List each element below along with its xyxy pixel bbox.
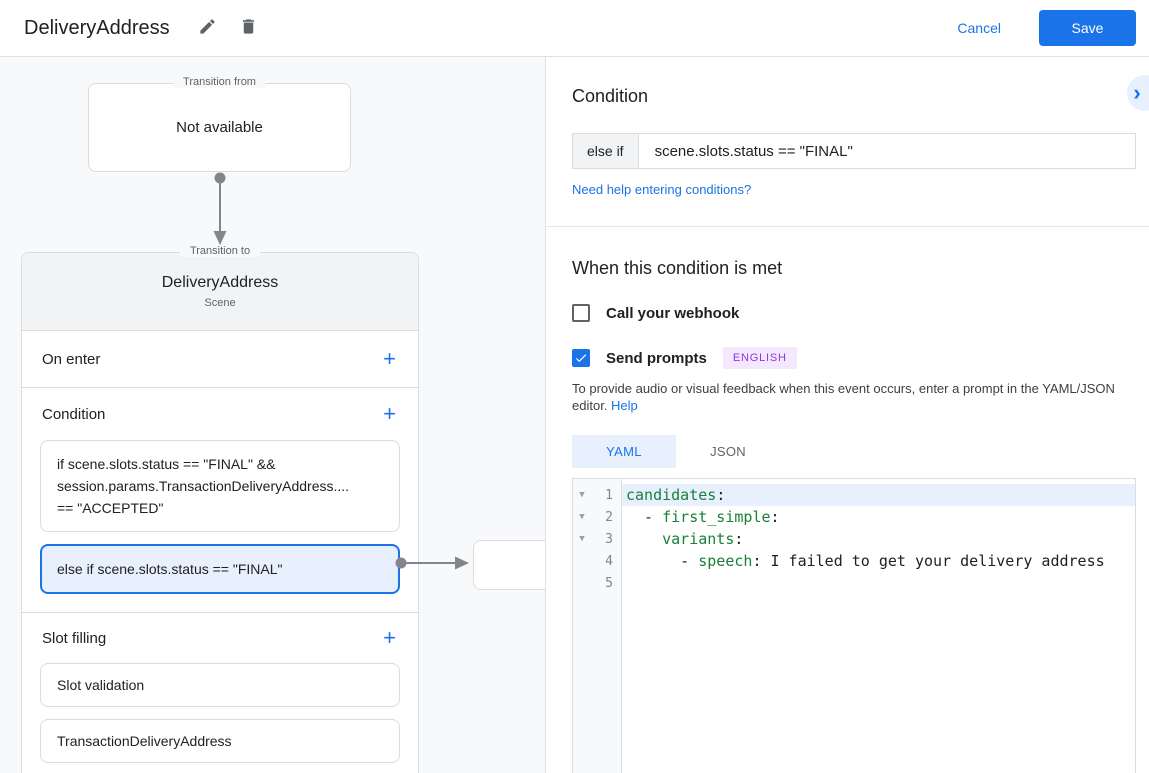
header: DeliveryAddress Cancel Save	[0, 0, 1149, 57]
transition-target-node[interactable]	[473, 540, 545, 590]
fold-arrow-icon[interactable]: ▼	[579, 534, 585, 544]
line-number: 2	[605, 509, 613, 525]
yaml-text-token: -	[626, 552, 699, 570]
add-slot-button[interactable]: +	[383, 625, 396, 650]
fold-arrow-icon[interactable]: ▼	[579, 490, 585, 500]
edit-scene-button[interactable]	[192, 11, 223, 45]
pencil-icon	[198, 17, 217, 39]
line-number: 1	[605, 487, 613, 503]
code-line[interactable]: variants:	[622, 528, 1135, 550]
slot-filling-item[interactable]: Slot validation	[40, 663, 400, 707]
yaml-text-token: : I failed to get your delivery address	[752, 552, 1105, 570]
fold-arrow-icon[interactable]: ▼	[579, 512, 585, 522]
on-enter-section: On enter +	[22, 331, 418, 388]
yaml-text-token: :	[734, 530, 744, 548]
panel-divider	[546, 226, 1149, 227]
slot-filling-item[interactable]: TransactionDeliveryAddress	[40, 719, 400, 763]
yaml-text-token: -	[626, 508, 663, 526]
code-line[interactable]: - speech: I failed to get your delivery …	[622, 550, 1135, 572]
collapse-panel-button[interactable]: ›	[1127, 75, 1149, 111]
delete-scene-button[interactable]	[233, 11, 264, 45]
save-button[interactable]: Save	[1039, 10, 1136, 46]
code-line[interactable]: - first_simple:	[622, 506, 1135, 528]
language-badge: ENGLISH	[722, 347, 797, 369]
prompts-description-text: To provide audio or visual feedback when…	[572, 381, 1115, 413]
send-prompts-label: Send prompts	[606, 349, 707, 367]
line-number: 5	[605, 575, 613, 591]
chevron-right-icon: ›	[1133, 80, 1141, 105]
webhook-checkbox[interactable]	[572, 304, 590, 322]
editor-format-tabs: YAML JSON	[572, 435, 1136, 468]
webhook-row[interactable]: Call your webhook	[572, 304, 1136, 322]
when-met-heading: When this condition is met	[572, 258, 783, 278]
transition-to-legend: Transition to	[179, 245, 261, 257]
transition-arrow-right-icon	[395, 556, 469, 570]
flow-canvas: Transition from Not available Transition…	[0, 57, 545, 773]
cancel-button[interactable]: Cancel	[957, 20, 1001, 36]
scene-card: Transition to DeliveryAddress Scene On e…	[21, 245, 419, 773]
transition-arrow-down-icon	[213, 172, 227, 245]
conditions-help-link[interactable]: Need help entering conditions?	[572, 182, 752, 197]
editor-code-area[interactable]: candidates: - first_simple: variants: - …	[622, 479, 1135, 773]
transition-from-legend: Transition from	[173, 76, 266, 88]
check-icon	[574, 351, 588, 365]
condition-input-row: else if	[572, 133, 1136, 169]
condition-items: if scene.slots.status == "FINAL" && sess…	[22, 440, 418, 594]
transition-from-node[interactable]: Transition from Not available	[88, 76, 351, 172]
help-link[interactable]: Help	[611, 398, 638, 413]
line-number: 4	[605, 553, 613, 569]
code-line[interactable]	[622, 572, 1135, 594]
send-prompts-checkbox[interactable]	[572, 349, 590, 367]
line-number: 3	[605, 531, 613, 547]
slot-filling-label: Slot filling	[42, 629, 107, 647]
send-prompts-row[interactable]: Send prompts ENGLISH	[572, 347, 1136, 369]
yaml-code-editor[interactable]: ▼ 1 ▼ 2 ▼ 3 4 5 candidates: - first_simple: var…	[572, 478, 1136, 773]
condition-prefix: else if	[573, 134, 639, 168]
section-divider	[22, 612, 418, 613]
tab-yaml[interactable]: YAML	[572, 435, 676, 468]
condition-panel: › Condition else if Need help entering c…	[545, 57, 1149, 773]
editor-gutter: ▼ 1 ▼ 2 ▼ 3 4 5	[573, 479, 622, 773]
prompts-description: To provide audio or visual feedback when…	[572, 380, 1132, 414]
page-title: DeliveryAddress	[24, 16, 170, 39]
condition-section-label: Condition	[42, 405, 106, 423]
webhook-label: Call your webhook	[606, 304, 740, 322]
scene-type-label: Scene	[204, 297, 236, 309]
condition-item-selected[interactable]: else if scene.slots.status == "FINAL"	[40, 544, 400, 594]
yaml-text-token	[626, 530, 662, 548]
condition-section: Condition + if scene.slots.status == "FI…	[22, 388, 418, 613]
tab-json[interactable]: JSON	[710, 444, 746, 459]
yaml-key-token: variants	[662, 530, 735, 548]
code-line[interactable]: candidates:	[622, 484, 1135, 506]
trash-icon	[239, 17, 258, 39]
condition-item[interactable]: if scene.slots.status == "FINAL" && sess…	[40, 440, 400, 532]
on-enter-label: On enter	[42, 350, 101, 368]
scene-card-header[interactable]: DeliveryAddress Scene	[22, 253, 418, 331]
main-content: Transition from Not available Transition…	[0, 57, 1149, 773]
yaml-key-token: first_simple	[662, 508, 771, 526]
yaml-text-token: :	[716, 486, 726, 504]
add-on-enter-button[interactable]: +	[383, 346, 396, 371]
yaml-text-token: :	[770, 508, 780, 526]
yaml-key-token: candidates	[626, 486, 717, 504]
panel-title: Condition	[572, 86, 649, 106]
condition-expression-input[interactable]	[638, 134, 1135, 168]
scene-name: DeliveryAddress	[161, 274, 279, 291]
add-condition-button[interactable]: +	[383, 401, 396, 426]
transition-from-content: Not available	[176, 119, 263, 136]
yaml-key-token: speech	[698, 552, 753, 570]
